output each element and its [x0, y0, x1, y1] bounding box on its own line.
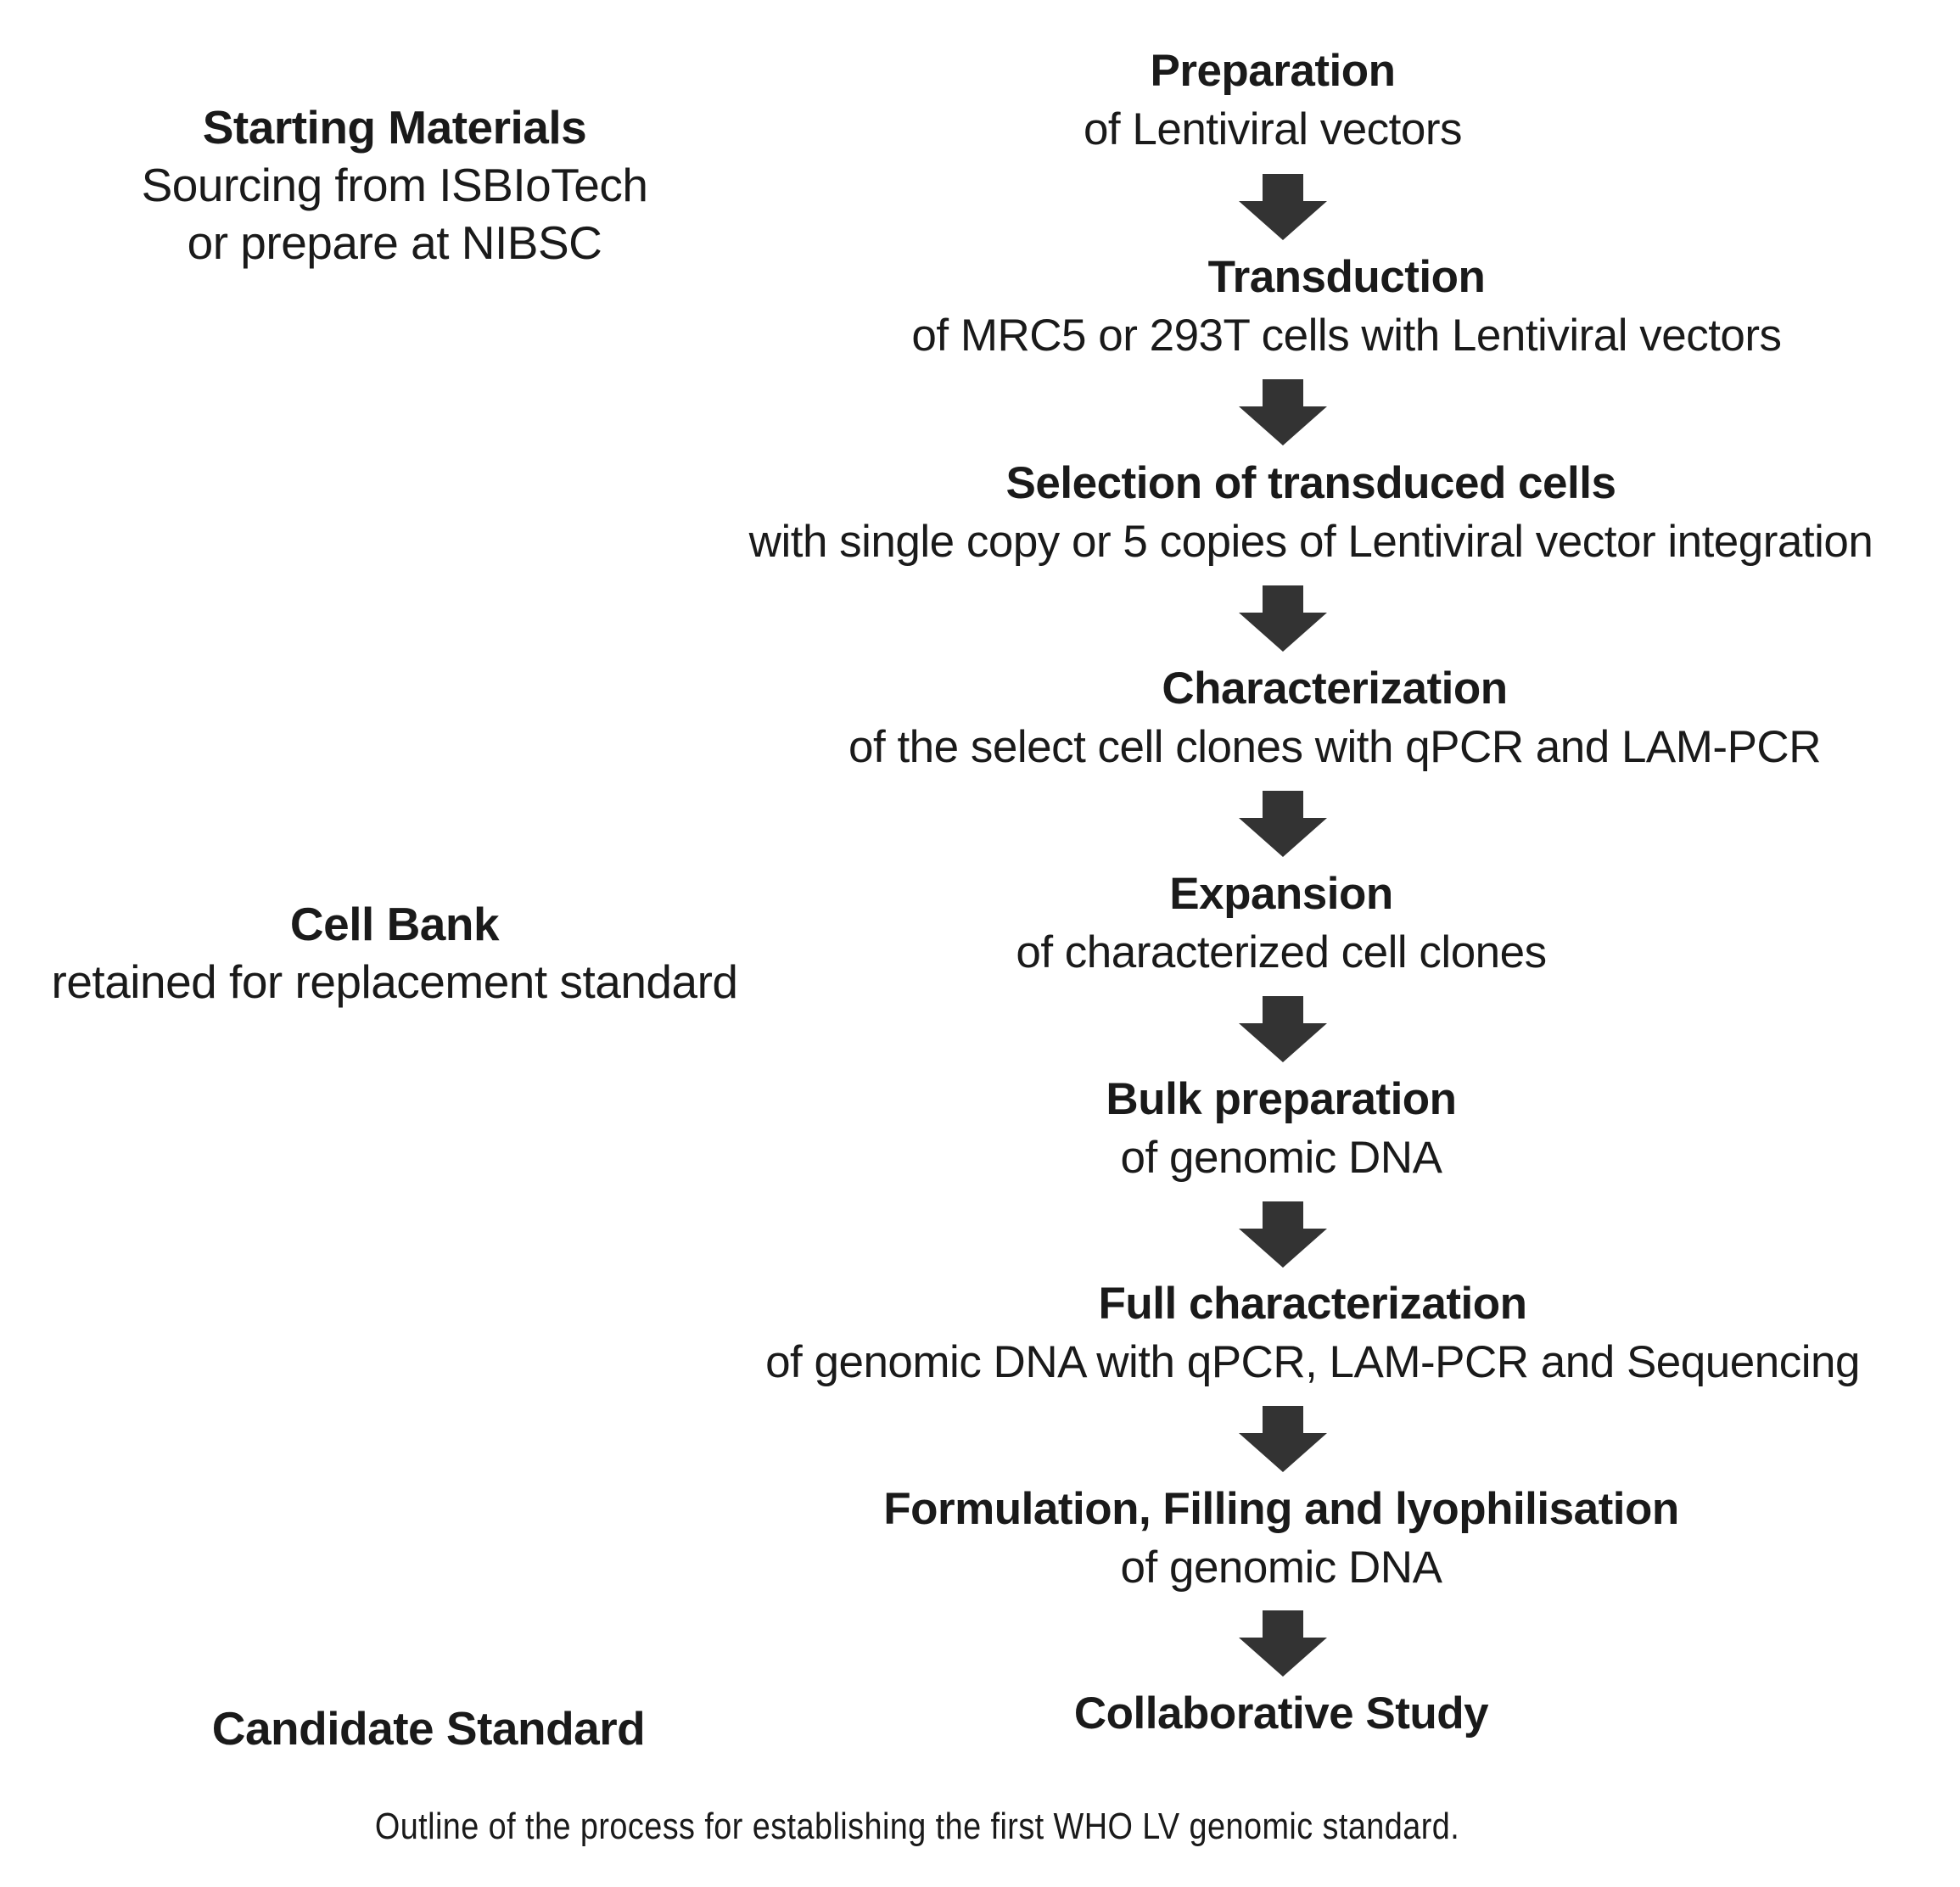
step-title: Characterization: [1162, 664, 1508, 714]
step-subtitle: of genomic DNA: [1120, 1133, 1442, 1183]
side-label-line: retained for replacement standard: [51, 955, 738, 1008]
step-subtitle: of genomic DNA with qPCR, LAM-PCR and Se…: [765, 1337, 1860, 1387]
step-full-characterization: Full characterization of genomic DNA wit…: [765, 1275, 1860, 1392]
side-label-cell-bank: Cell Bank retained for replacement stand…: [52, 895, 738, 1011]
down-arrow-icon: [1239, 1406, 1327, 1472]
step-characterization: Characterization of the select cell clon…: [848, 660, 1821, 777]
down-arrow-icon: [1239, 379, 1327, 445]
step-title: Formulation, Filling and lyophilisation: [883, 1484, 1679, 1534]
step-title: Expansion: [1169, 869, 1393, 919]
down-arrow-icon: [1239, 996, 1327, 1062]
step-selection: Selection of transduced cells with singl…: [749, 455, 1873, 572]
side-label-title: Candidate Standard: [211, 1702, 646, 1755]
step-subtitle: with single copy or 5 copies of Lentivir…: [748, 517, 1873, 567]
step-title: Collaborative Study: [1073, 1688, 1489, 1739]
down-arrow-icon: [1239, 791, 1327, 857]
step-formulation: Formulation, Filling and lyophilisation …: [883, 1481, 1679, 1598]
side-label-title: Starting Materials: [202, 101, 587, 154]
side-label-title: Cell Bank: [289, 898, 500, 950]
figure-caption: Outline of the process for establishing …: [374, 1806, 1460, 1847]
side-label-candidate-standard: Candidate Standard: [212, 1699, 646, 1757]
step-subtitle: of characterized cell clones: [1016, 927, 1547, 977]
step-subtitle: of MRC5 or 293T cells with Lentiviral ve…: [911, 311, 1782, 361]
down-arrow-icon: [1239, 174, 1327, 240]
down-arrow-icon: [1239, 1201, 1327, 1268]
step-subtitle: of genomic DNA: [1120, 1543, 1442, 1593]
down-arrow-icon: [1239, 585, 1327, 652]
down-arrow-icon: [1239, 1610, 1327, 1677]
side-label-line: Sourcing from ISBIoTech: [141, 159, 648, 211]
step-subtitle: of Lentiviral vectors: [1083, 104, 1463, 154]
step-preparation: Preparation of Lentiviral vectors: [1083, 42, 1463, 160]
step-title: Transduction: [1207, 252, 1486, 302]
step-transduction: Transduction of MRC5 or 293T cells with …: [911, 249, 1782, 366]
step-expansion: Expansion of characterized cell clones: [1016, 865, 1547, 983]
step-bulk-preparation: Bulk preparation of genomic DNA: [1106, 1071, 1457, 1188]
step-title: Preparation: [1150, 46, 1396, 96]
side-label-starting-materials: Starting Materials Sourcing from ISBIoTe…: [142, 98, 648, 272]
step-title: Full characterization: [1098, 1279, 1527, 1329]
step-subtitle: of the select cell clones with qPCR and …: [848, 722, 1821, 772]
side-label-line: or prepare at NIBSC: [187, 216, 602, 269]
step-title: Bulk preparation: [1106, 1074, 1457, 1124]
step-collaborative-study: Collaborative Study: [1073, 1685, 1489, 1743]
step-title: Selection of transduced cells: [1005, 458, 1616, 508]
